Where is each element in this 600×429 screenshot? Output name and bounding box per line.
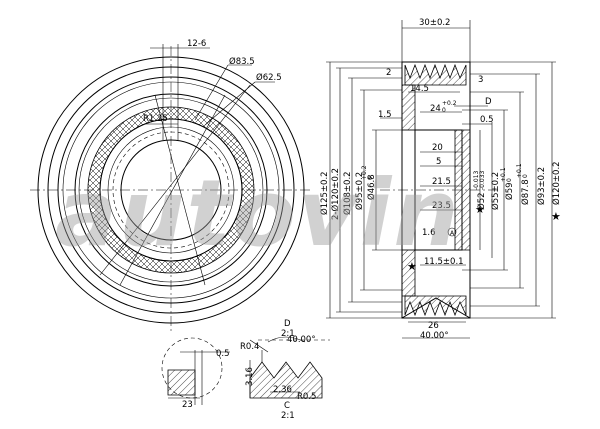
detail-d-h: 3.16 <box>245 367 255 386</box>
dim-r1-25: R1.25 <box>143 114 168 124</box>
star-marker-3: ★ <box>407 260 417 273</box>
dim-d83-5: Ø83.5 <box>229 56 255 67</box>
dia-55: Ø55±0.2 <box>490 172 501 210</box>
dia-59-tol-upper: +0.1 <box>500 167 507 182</box>
detail-d-w: 2.36 <box>273 385 292 395</box>
dim-24: 24 <box>430 104 441 114</box>
dim-detail-0-5: 0.5 <box>216 349 230 359</box>
dim-20: 20 <box>432 143 443 153</box>
dia-46-8-tol-upper: +0.2 <box>361 165 368 180</box>
dia-108: Ø108±0.2 <box>342 171 353 215</box>
dim-14-5: 14.5 <box>410 84 429 94</box>
dim-angle-40: 40.00° <box>420 331 449 341</box>
dim-23-5: 23.5 <box>432 201 451 211</box>
dim-26: 26 <box>428 321 439 331</box>
detail-c-scale: 2:1 <box>281 411 295 421</box>
front-view <box>30 44 312 334</box>
detail-d-r05: R0.5 <box>297 392 316 402</box>
star-marker-2: ★ <box>551 210 561 223</box>
dia-52-tol-lower: -0.033 <box>479 170 486 190</box>
dia-52: Ø52 <box>476 192 487 210</box>
dim-5: 5 <box>436 157 441 167</box>
dim-21-5: 21.5 <box>432 177 451 187</box>
dim-d62-5: Ø62.5 <box>256 72 282 83</box>
dia-46-8-tol-lower: 0 <box>367 176 374 180</box>
dia-120: Ø120±0.2 <box>551 161 562 205</box>
dim-0-5: 0.5 <box>480 115 494 125</box>
dia-87-8-tol-upper: +0.1 <box>516 163 523 178</box>
dia-59: Ø59 <box>504 182 515 200</box>
dim-1-6: 1.6 <box>422 228 436 238</box>
dim-24-tol-upper: +0.2 <box>442 100 457 107</box>
dia-2-120: 2-Ø120±0.2 <box>330 168 341 220</box>
dia-87-8: Ø87.8 <box>520 179 531 205</box>
dim-11-5: 11.5±0.1 <box>424 257 464 267</box>
detail-d-angle: 40.00° <box>287 335 316 345</box>
dim-12-6: 12-6 <box>187 39 206 49</box>
dim-2: 2 <box>386 68 391 78</box>
dim-30: 30±0.2 <box>419 18 450 28</box>
dim-detail-23: 23 <box>182 400 193 410</box>
dia-93: Ø93±0.2 <box>536 167 547 205</box>
dia-59-tol-lower: 0 <box>506 178 513 182</box>
dim-3: 3 <box>478 75 483 85</box>
detail-d-label: D <box>284 319 291 329</box>
dim-1-5: 1.5 <box>378 110 392 120</box>
detail-c-label: C <box>284 401 290 411</box>
label-d: D <box>485 97 492 107</box>
dia-52-tol-upper: -0.013 <box>473 170 480 190</box>
star-marker-1: ★ <box>475 203 485 216</box>
watermark-text: autovin <box>55 160 461 267</box>
dia-95: Ø95±0.2 <box>354 172 365 210</box>
dia-46-8: Ø46.8 <box>366 174 377 200</box>
dim-24-tol-lower: 0 <box>442 107 446 114</box>
side-view <box>326 20 556 339</box>
detail-d <box>249 336 330 399</box>
label-a: A <box>450 230 455 237</box>
detail-d-scale: 2:1 <box>281 329 295 339</box>
detail-d-r04: R0.4 <box>240 342 259 352</box>
dia-125: Ø125±0.2 <box>319 171 330 215</box>
dia-87-8-tol-lower: 0 <box>522 174 529 178</box>
detail-left <box>161 337 230 405</box>
